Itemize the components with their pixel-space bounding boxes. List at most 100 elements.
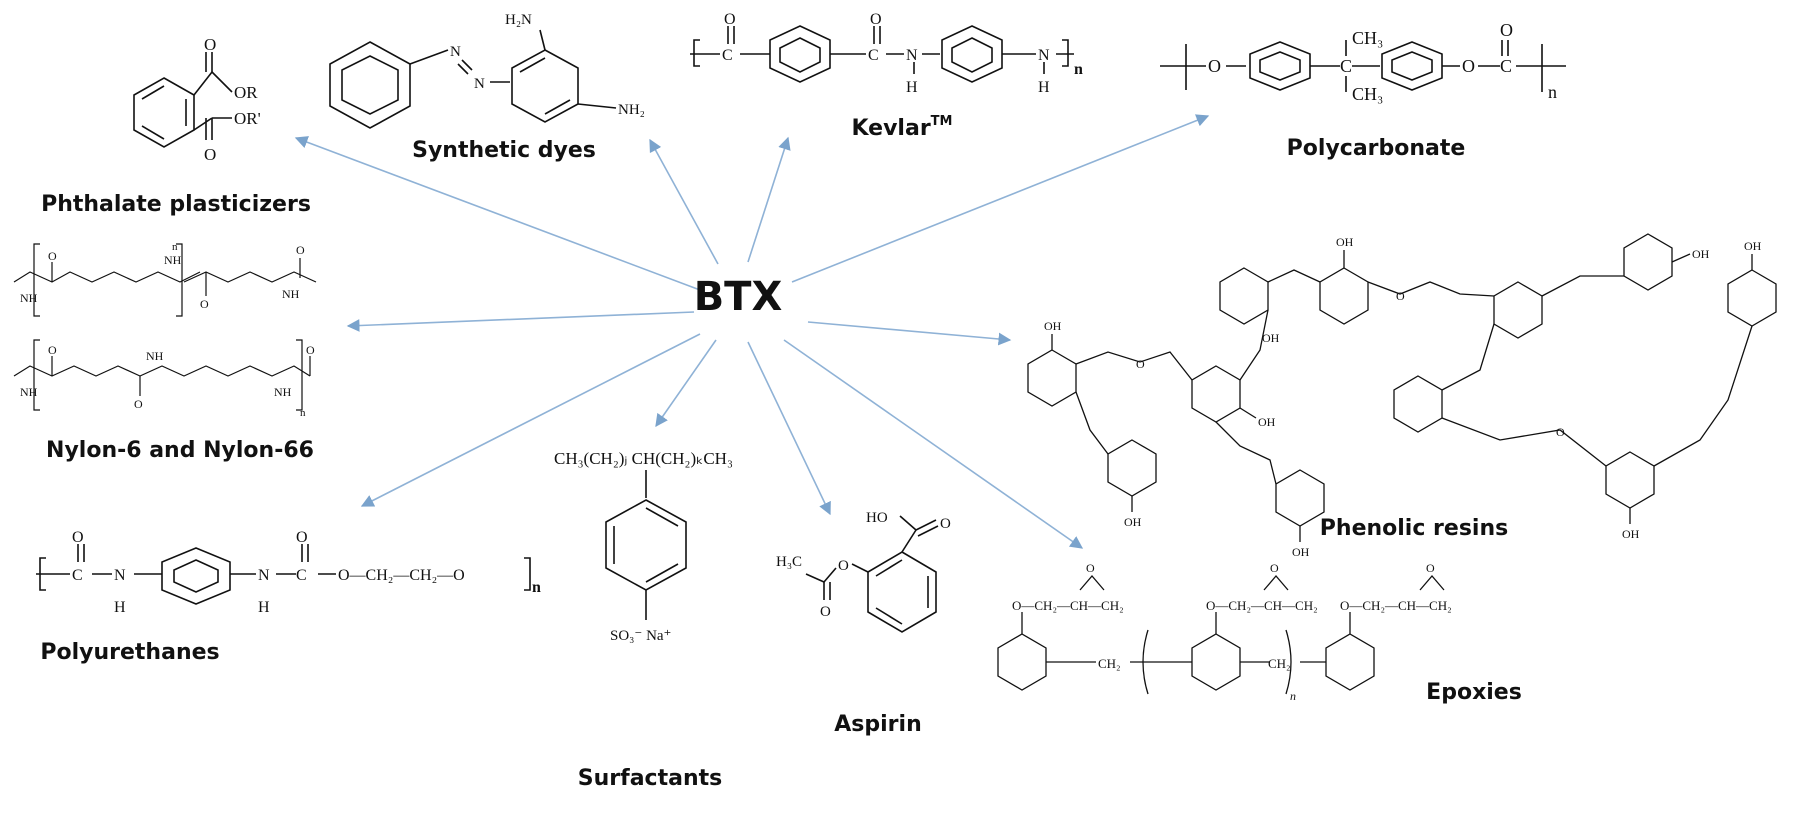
atom-o: O (134, 397, 143, 411)
aspirin-structure: HO O O H₃C O (776, 510, 951, 633)
atom-n: N (906, 47, 918, 64)
phthalate-structure: O OR OR' O (133, 35, 261, 164)
atom-o: O (204, 145, 216, 164)
atom-o: O (1136, 357, 1145, 371)
repeat-n: n (300, 407, 306, 419)
arrow-to-phthalate (294, 136, 701, 291)
atom-o: O (1270, 561, 1279, 575)
arrow-to-nylon (346, 311, 695, 332)
atom-o: O (1208, 56, 1221, 76)
group-oh: OH (1262, 331, 1280, 345)
arrow-to-polyurethanes (360, 333, 701, 507)
kevlar-name: Kevlar (851, 116, 931, 141)
kevlar-trademark: TM (930, 114, 953, 129)
group-oh: OH (1744, 239, 1762, 253)
arrow-to-dyes (649, 138, 719, 265)
atom-o: O (1396, 289, 1405, 303)
label-synthetic-dyes: Synthetic dyes (412, 138, 596, 163)
group-ch3: CH₃ (1352, 28, 1383, 48)
group-nh: NH (282, 287, 300, 301)
atom-n: N (474, 76, 485, 92)
group-nh: NH (274, 385, 292, 399)
label-polycarbonate: Polycarbonate (1286, 136, 1466, 161)
group-ch2: CH₂ (1268, 656, 1291, 671)
atom-n: N (258, 567, 270, 584)
group-alkyl: CH₃(CH₂)ⱼ CH(CH₂)ₖCH₃ (554, 449, 733, 468)
atom-c: C (72, 567, 83, 584)
group-nh: NH (20, 385, 38, 399)
group-or: OR (234, 83, 258, 102)
arrows (294, 114, 1210, 549)
arrow-to-polycarbonate (791, 114, 1210, 283)
atom-o: O (296, 529, 308, 546)
atom-c: C (1340, 56, 1352, 76)
atom-o: O (838, 558, 849, 574)
atom-o: O (870, 11, 882, 28)
atom-c: C (722, 47, 733, 64)
atom-o: O (306, 343, 315, 357)
group-oh: OH (1044, 319, 1062, 333)
group-nh: NH (164, 253, 182, 267)
polyurethane-structure: O C N H N H O C O—CH₂—CH₂—O n (36, 529, 541, 616)
atom-o: O (1086, 561, 1095, 575)
atom-o: O (1556, 425, 1565, 439)
group-oh: OH (1124, 515, 1142, 529)
label-aspirin: Aspirin (834, 712, 922, 737)
atom-o: O (296, 243, 305, 257)
phenolic-structure: OH OH OH OH OH OH OH OH OH O O O (1027, 233, 1777, 559)
atom-h: H (1038, 79, 1050, 96)
dye-structure: N N H₂N NH₂ (329, 12, 645, 129)
atom-o: O (1500, 20, 1513, 40)
label-nylon: Nylon-6 and Nylon-66 (46, 438, 314, 463)
atom-o: O (200, 297, 209, 311)
group-h3c: H₃C (776, 554, 802, 570)
label-epoxies: Epoxies (1426, 680, 1522, 705)
group-h2n: H₂N (505, 12, 532, 28)
center-label-btx: BTX (693, 274, 783, 320)
group-nh: NH (20, 291, 38, 305)
label-surfactants: Surfactants (577, 766, 723, 791)
arrow-to-aspirin (747, 341, 831, 516)
group-nh: NH (146, 349, 164, 363)
atom-h: H (114, 599, 126, 616)
atom-c: C (1500, 56, 1512, 76)
atom-o: O (724, 11, 736, 28)
kevlar-structure: O C O C N H N H n (690, 11, 1083, 96)
arrow-to-phenolic (807, 321, 1012, 346)
label-polyurethanes: Polyurethanes (40, 640, 220, 665)
group-oh: OH (1258, 415, 1276, 429)
group-glycidyl: O—CH₂—CH—CH₂ (1012, 598, 1124, 613)
group-oh: OH (1292, 545, 1310, 559)
atom-o: O (48, 249, 57, 263)
label-phenolic-resins: Phenolic resins (1319, 516, 1509, 541)
group-chain: O—CH₂—CH₂—O (338, 567, 465, 584)
atom-n: N (450, 44, 461, 60)
repeat-n: n (172, 241, 178, 253)
group-ho: HO (866, 510, 888, 526)
atom-o: O (940, 516, 951, 532)
atom-n: N (1038, 47, 1050, 64)
group-oh: OH (1622, 527, 1640, 541)
group-oh: OH (1336, 235, 1354, 249)
arrow-to-kevlar (747, 136, 791, 263)
atom-c: C (296, 567, 307, 584)
atom-o: O (820, 604, 831, 620)
atom-h: H (906, 79, 918, 96)
group-glycidyl: O—CH₂—CH—CH₂ (1340, 598, 1452, 613)
group-glycidyl: O—CH₂—CH—CH₂ (1206, 598, 1318, 613)
repeat-n: n (1074, 61, 1083, 78)
polycarbonate-structure: O C CH₃ CH₃ O O C n (1160, 20, 1566, 104)
group-or-prime: OR' (234, 109, 261, 128)
atom-o: O (48, 343, 57, 357)
epoxy-structure: O—CH₂—CH—CH₂ O—CH₂—CH—CH₂ O—CH₂—CH—CH₂ O… (997, 561, 1452, 703)
atom-c: C (868, 47, 879, 64)
atom-o: O (204, 35, 216, 54)
group-oh: OH (1692, 247, 1710, 261)
group-ch2: CH₂ (1098, 656, 1121, 671)
repeat-n: n (1290, 689, 1296, 703)
surfactant-structure: CH₃(CH₂)ⱼ CH(CH₂)ₖCH₃ SO₃⁻ Na⁺ (554, 449, 733, 644)
atom-o: O (1426, 561, 1435, 575)
label-kevlar: KevlarTM (851, 114, 953, 141)
label-phthalate-plasticizers: Phthalate plasticizers (41, 192, 311, 217)
